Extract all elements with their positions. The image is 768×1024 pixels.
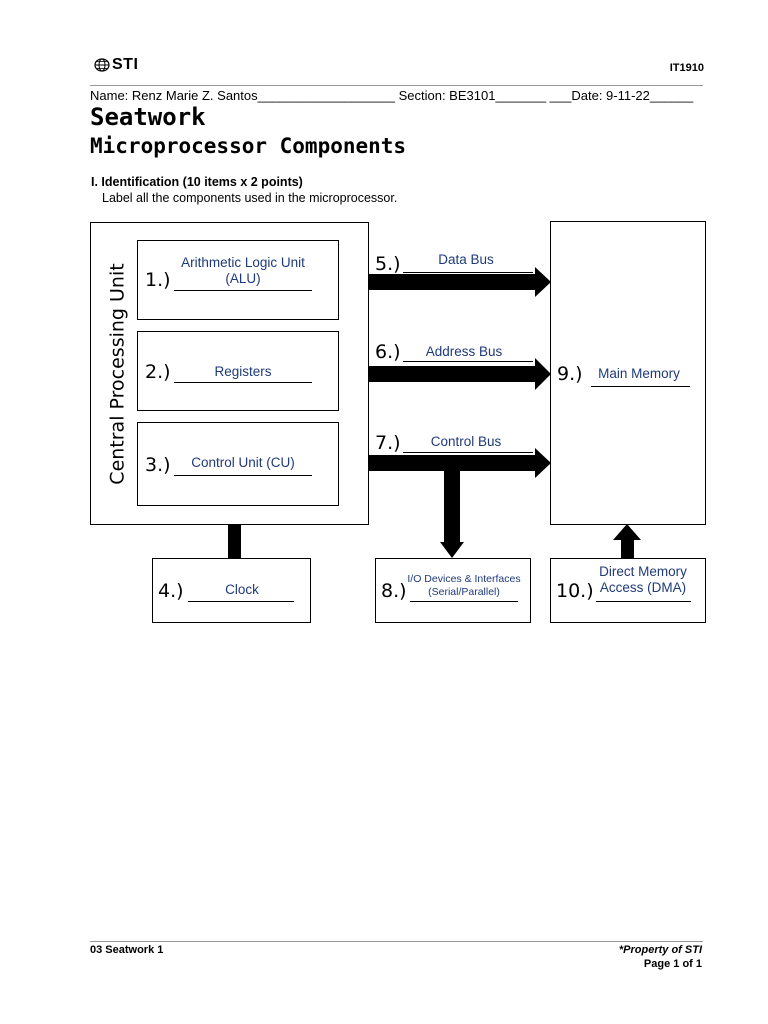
address-bus-arrow bbox=[339, 358, 551, 390]
item-5-answer: Data Bus bbox=[438, 252, 494, 267]
dma-to-memory-arrow bbox=[613, 524, 641, 559]
dma-box bbox=[550, 558, 706, 623]
item-1-answer: Arithmetic Logic Unit (ALU) bbox=[181, 255, 305, 287]
item-5-number: 5.) bbox=[375, 253, 401, 275]
item-1-blank bbox=[174, 290, 312, 291]
footer-rule bbox=[90, 941, 703, 942]
item-4-blank bbox=[188, 601, 294, 602]
memory-box bbox=[550, 221, 706, 525]
instruction-text: Label all the components used in the mic… bbox=[102, 191, 398, 205]
item-6-answer: Address Bus bbox=[425, 344, 503, 359]
sti-logo: STI bbox=[94, 56, 138, 74]
item-10-number: 10.) bbox=[556, 580, 594, 602]
item-7-blank bbox=[403, 452, 533, 453]
item-7-number: 7.) bbox=[375, 432, 401, 454]
footer-page: Page 1 of 1 bbox=[643, 958, 702, 970]
arrows-layer bbox=[221, 267, 641, 559]
item-10-answer: Direct Memory Access (DMA) bbox=[599, 564, 687, 596]
control-bus-arrow bbox=[339, 448, 551, 478]
item-7-answer: Control Bus bbox=[430, 434, 502, 449]
identification-heading: I. Identification (10 items x 2 points) bbox=[91, 175, 303, 189]
item-2-blank bbox=[174, 382, 312, 383]
page-title: Seatwork bbox=[90, 103, 206, 131]
item-2-answer: Registers bbox=[214, 364, 272, 379]
item-5-blank bbox=[403, 272, 533, 273]
name-line: Name: Renz Marie Z. Santos______________… bbox=[90, 88, 694, 103]
footer-property: *Property of STI bbox=[618, 944, 702, 956]
item-6-number: 6.) bbox=[375, 341, 401, 363]
item-4-number: 4.) bbox=[158, 580, 184, 602]
course-code: IT1910 bbox=[669, 62, 704, 74]
clock-box bbox=[152, 558, 311, 623]
item-8-blank bbox=[410, 601, 518, 602]
item-10-blank bbox=[596, 601, 691, 602]
item-9-answer: Main Memory bbox=[598, 366, 680, 381]
page-subtitle: Microprocessor Components bbox=[90, 134, 407, 158]
alu-box bbox=[137, 240, 339, 320]
control-unit-box bbox=[137, 422, 339, 506]
item-8-number: 8.) bbox=[381, 580, 407, 602]
item-6-blank bbox=[403, 361, 533, 362]
item-3-blank bbox=[174, 475, 312, 476]
header-rule bbox=[90, 85, 703, 86]
item-1-number: 1.) bbox=[145, 269, 171, 291]
item-3-number: 3.) bbox=[145, 454, 171, 476]
sti-globe-icon bbox=[94, 58, 110, 72]
registers-box bbox=[137, 331, 339, 411]
item-9-blank bbox=[591, 386, 690, 387]
item-4-answer: Clock bbox=[225, 582, 259, 597]
item-8-answer: I/O Devices & Interfaces (Serial/Paralle… bbox=[407, 573, 521, 598]
item-3-answer: Control Unit (CU) bbox=[191, 455, 295, 470]
item-2-number: 2.) bbox=[145, 361, 171, 383]
footer-left: 03 Seatwork 1 bbox=[90, 944, 164, 956]
logo-text: STI bbox=[112, 56, 139, 73]
item-9-number: 9.) bbox=[557, 363, 583, 385]
data-bus-arrow bbox=[339, 267, 551, 297]
control-to-io-arrow bbox=[440, 471, 464, 558]
io-box bbox=[375, 558, 531, 623]
